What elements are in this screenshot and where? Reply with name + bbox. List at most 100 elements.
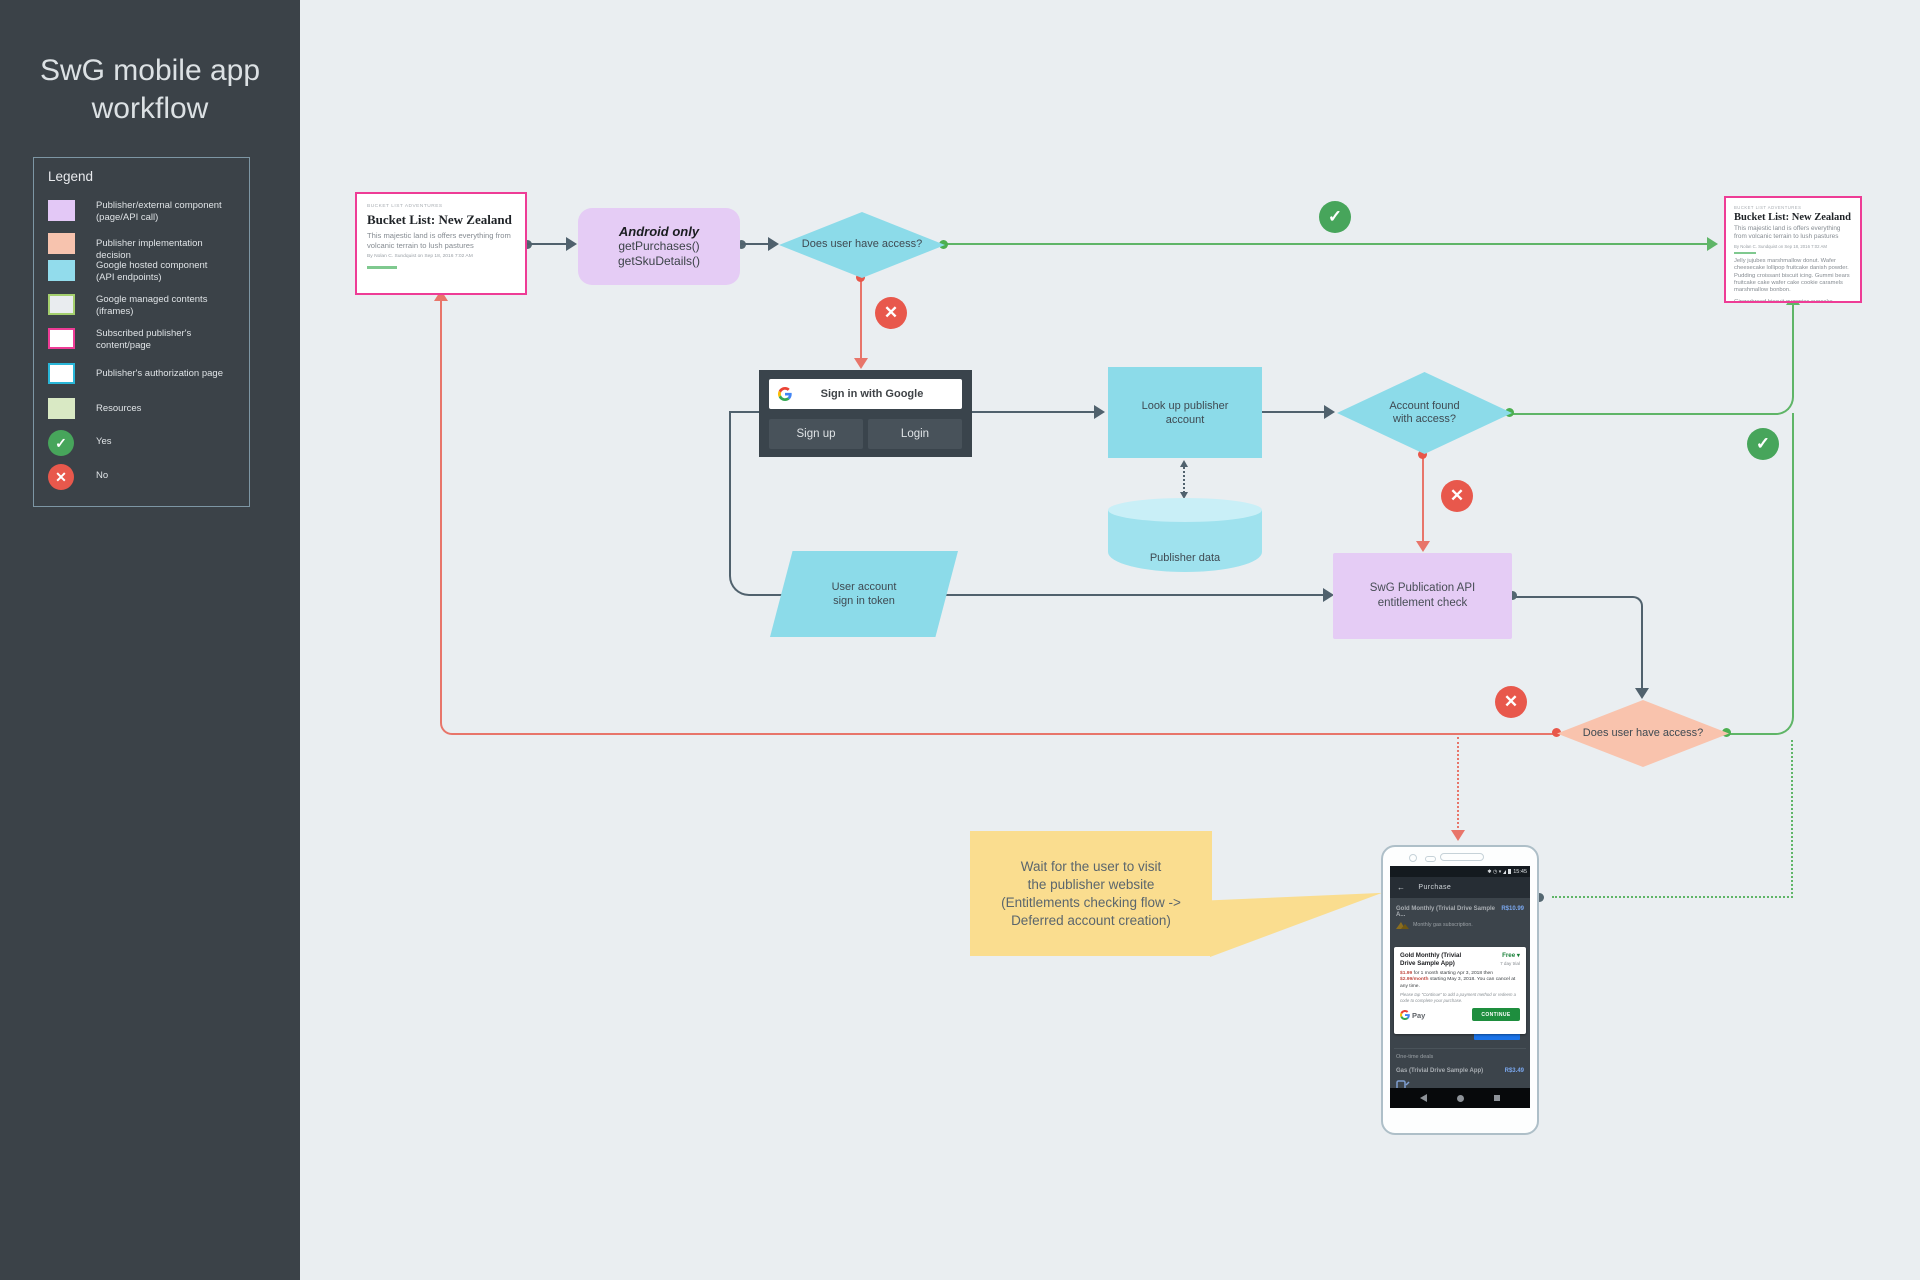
nav-home-icon[interactable] <box>1457 1094 1464 1102</box>
deals-header: One-time deals <box>1396 1054 1434 1060</box>
arrowhead <box>1635 688 1649 699</box>
yes-badge: ✓ <box>1747 428 1779 460</box>
article-paragraph: Jelly jujubes marshmallow donut. Wafer c… <box>1734 257 1850 294</box>
publisher-data-cylinder-top <box>1108 498 1262 522</box>
sku-price-dropdown[interactable]: Free ▾ <box>1502 952 1520 959</box>
edge-no3-back-to-article <box>440 299 1559 735</box>
sku-terms: $1.99 for 1 month starting Apr 3, 2018 t… <box>1400 971 1516 989</box>
sub-row[interactable]: Gold Monthly (Trivial Drive Sample A... … <box>1396 906 1524 918</box>
swg-api-node: SwG Publication API entitlement check <box>1333 553 1512 639</box>
article-kicker: BUCKET LIST ADVENTURES <box>1734 205 1802 210</box>
arrowhead <box>1094 405 1105 419</box>
phone-status-bar: ✱ ◷ ▾ 15:45 <box>1390 866 1530 877</box>
arrowhead <box>434 290 448 301</box>
sku-trial: 7 day trial <box>1500 961 1520 966</box>
edge-lookup-to-decision2 <box>1262 411 1330 413</box>
edge-signin-to-lookup <box>972 411 1100 413</box>
subscribed-content-swatch <box>48 328 75 349</box>
legend-title: Legend <box>48 169 94 184</box>
back-icon[interactable]: ← <box>1397 883 1406 892</box>
yes-check-icon: ✓ <box>48 430 74 456</box>
resources-swatch <box>48 398 75 419</box>
sub-row-detail: Monthly gas subscription. <box>1396 920 1473 929</box>
google-managed-swatch <box>48 294 75 315</box>
edge-deferred-red <box>1457 737 1459 832</box>
phone-mockup: ✱ ◷ ▾ 15:45 ← Purchase Gold Monthly (Tri… <box>1381 845 1539 1135</box>
phone-speaker <box>1440 853 1484 861</box>
arrowhead <box>1416 541 1430 552</box>
status-time: 15:45 <box>1513 868 1527 875</box>
article-title: Bucket List: New Zealand <box>367 212 512 227</box>
article-kicker: BUCKET LIST ADVENTURES <box>367 204 443 209</box>
connector-dot <box>1535 893 1544 902</box>
edge-yes-to-full-article <box>944 243 1712 245</box>
user-token-node: User account sign in token <box>770 551 958 637</box>
edge-no-to-signin <box>860 277 862 362</box>
article-divider <box>1734 251 1756 254</box>
article-title: Bucket List: New Zealand <box>1734 212 1851 223</box>
google-signin-button[interactable]: Sign in with Google <box>769 379 962 409</box>
publisher-decision-swatch <box>48 233 75 254</box>
edge-android-to-decision1 <box>741 243 773 245</box>
phone-navbar <box>1390 1088 1530 1108</box>
article-byline: By Nolan C. Sundquist on Sep 18, 2016 7:… <box>1734 243 1827 249</box>
lookup-publisher-node: Look up publisher account <box>1108 367 1262 458</box>
article-desc: This majestic land is offers everything … <box>1734 225 1841 241</box>
signup-button[interactable]: Sign up <box>769 419 863 449</box>
article-desc: This majestic land is offers everything … <box>367 231 511 250</box>
edge-yes2-to-full-article <box>1511 304 1794 415</box>
full-article-card: BUCKET LIST ADVENTURES Bucket List: New … <box>1724 196 1862 303</box>
connector-dot <box>1508 591 1517 600</box>
edge-yes3-to-full-article <box>1727 413 1794 735</box>
auth-page-swatch <box>48 363 75 384</box>
status-icons: ✱ ◷ ▾ <box>1487 868 1502 875</box>
android-api-node: Android only getPurchases() getSkuDetail… <box>578 208 740 285</box>
sidebar: SwG mobile app workflow Legend Publisher… <box>0 0 300 1280</box>
appbar-title: Purchase <box>1418 884 1452 891</box>
mountain-icon <box>1396 922 1409 929</box>
sku-note: Please tap "Continue" to add a payment m… <box>1400 992 1517 1003</box>
android-only-label: Android only <box>618 224 700 239</box>
login-button[interactable]: Login <box>868 419 962 449</box>
google-logo-icon <box>778 387 792 401</box>
edge-article-to-android <box>527 243 572 245</box>
publisher-component-swatch <box>48 200 75 221</box>
buy-button-behind <box>1474 1030 1520 1040</box>
arrowhead <box>1180 492 1188 503</box>
yes-badge: ✓ <box>1319 201 1351 233</box>
get-purchases-label: getPurchases() <box>618 239 700 253</box>
gpay-logo: Pay <box>1400 1010 1425 1020</box>
article-byline: By Nolan C. Sundquist on Sep 18, 2016 7:… <box>367 254 473 259</box>
edge-signin-token-stub <box>729 411 759 413</box>
get-sku-details-label: getSkuDetails() <box>617 254 701 268</box>
google-hosted-swatch <box>48 260 75 281</box>
callout-tail <box>1210 892 1382 957</box>
arrowhead <box>854 358 868 369</box>
continue-button[interactable]: CONTINUE <box>1472 1008 1520 1021</box>
nav-back-icon[interactable] <box>1420 1094 1427 1102</box>
no-x-icon: ✕ <box>48 464 74 490</box>
phone-sensor <box>1425 856 1436 862</box>
decision-user-access-1: Does user have access? <box>779 212 945 278</box>
arrowhead <box>1323 588 1334 602</box>
signal-icon <box>1503 869 1507 874</box>
article-paragraph: Gingerbread biscuit gummies cupcake. Pow… <box>1734 298 1835 303</box>
yes-dot <box>1722 728 1731 737</box>
nav-recents-icon[interactable] <box>1494 1095 1500 1101</box>
phone-camera <box>1409 854 1417 862</box>
no-badge: ✕ <box>875 297 907 329</box>
edge-token-to-swg <box>729 413 1332 596</box>
page-title: SwG mobile app workflow <box>39 54 261 125</box>
deal-row[interactable]: Gas (Trivial Drive Sample App) R$3.49 <box>1396 1068 1524 1074</box>
arrowhead <box>566 237 577 251</box>
edge-no2-to-swg <box>1422 454 1424 545</box>
arrowhead <box>1180 456 1188 467</box>
no-badge: ✕ <box>1441 480 1473 512</box>
decision-user-access-2: Does user have access? <box>1557 700 1729 767</box>
chevron-down-icon: ▾ <box>1516 952 1520 959</box>
sku-title: Gold Monthly (Trivial Drive Sample App) <box>1400 952 1462 967</box>
edge-lookup-publisherdata <box>1183 464 1185 496</box>
edge-swg-to-decision3 <box>1512 596 1643 696</box>
google-signin-label: Sign in with Google <box>820 388 924 400</box>
